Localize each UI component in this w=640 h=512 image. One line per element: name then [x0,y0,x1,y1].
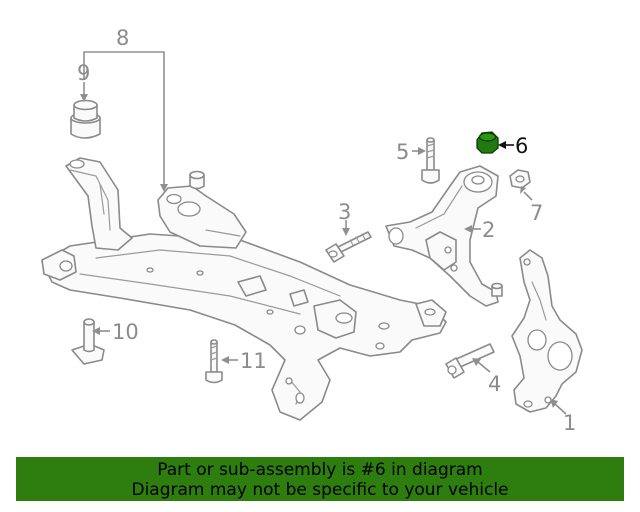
callout-9[interactable]: 9 [77,61,90,85]
part-1-knuckle[interactable] [511,249,583,413]
callout-3-leader [342,220,350,236]
callout-4[interactable]: 4 [488,372,501,396]
callout-8-leader [83,51,168,192]
callout-11[interactable]: 11 [240,349,267,373]
part-4-bolt[interactable] [445,343,495,379]
callout-7-leader [520,186,533,201]
callout-5-leader [412,147,426,155]
banner-line-2: Diagram may not be specific to your vehi… [131,480,509,500]
callout-3[interactable]: 3 [338,200,351,224]
part-11-bolt[interactable] [205,339,223,384]
callout-8[interactable]: 8 [116,26,129,50]
part-10-bolt[interactable] [71,318,105,365]
diagram-notice-banner: Part or sub-assembly is #6 in diagram Di… [16,457,624,501]
callout-6[interactable]: 6 [515,134,528,158]
banner-line-1: Part or sub-assembly is #6 in diagram [157,460,483,480]
part-6-nut[interactable] [476,131,499,154]
callout-2[interactable]: 2 [482,218,495,242]
callout-4-leader [472,358,491,373]
part-2-control-arm[interactable] [385,165,503,307]
callout-9-leader [80,82,88,102]
callout-1-leader [550,399,567,415]
callout-2-leader [464,225,481,233]
callout-7[interactable]: 7 [530,201,543,225]
callout-11-leader [221,356,238,364]
parts-diagram: 8 9 10 11 3 5 2 6 7 4 1 [41,26,583,435]
callout-1[interactable]: 1 [563,411,576,435]
callout-6-leader [498,141,514,149]
part-9-bushing[interactable] [70,99,101,139]
part-5-bolt[interactable] [421,137,440,184]
callout-5[interactable]: 5 [396,140,409,164]
callout-10-leader [92,327,110,335]
callout-10[interactable]: 10 [112,320,139,344]
part-8-subframe[interactable] [41,157,447,421]
part-7-nut[interactable] [509,169,531,189]
part-3-bolt[interactable] [325,231,372,263]
